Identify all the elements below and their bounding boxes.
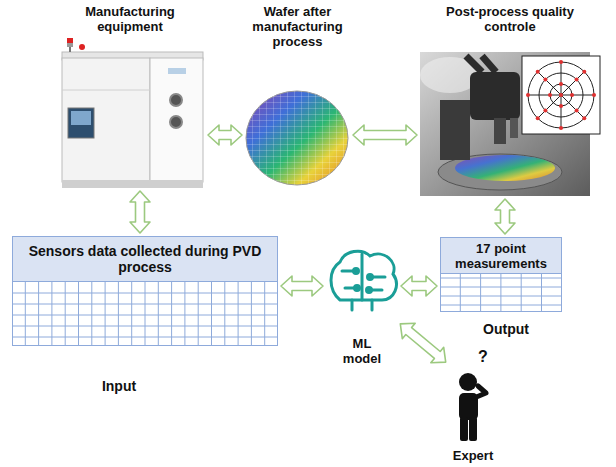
double-arrow (281, 276, 323, 296)
text-holder: Expert (448, 448, 498, 463)
question-mark: ? (478, 348, 488, 366)
heading: Post-process quality controle (420, 4, 600, 34)
machine-illustration-part (170, 94, 182, 106)
expert-figure (459, 373, 486, 441)
ml-model-icon-part (354, 269, 359, 274)
ml-model-icon-part (368, 275, 373, 280)
measurement-map-inset-part (538, 72, 585, 119)
table-title: 17 point measurements (447, 241, 555, 271)
expert-figure-part (469, 417, 477, 441)
output-table: 17 point measurementsOutput (440, 237, 562, 312)
measurement-map-inset-part-part (582, 70, 586, 74)
machine-illustration-part (62, 90, 150, 91)
measurement-map-inset-part-part (543, 109, 547, 113)
header-band: Sensors data collected during PVD proces… (13, 237, 277, 282)
measurement-map-inset-part-part (536, 70, 540, 74)
machine-illustration-part (150, 58, 203, 182)
wafer-illustration (246, 91, 348, 185)
ml-model-icon-part (331, 251, 396, 300)
wafer-illustration-part (246, 91, 348, 185)
input-table: Sensors data collected during PVD proces… (12, 236, 278, 346)
machine-illustration-part (168, 68, 186, 74)
measurement-map-inset-part-part (548, 93, 552, 97)
double-arrow (495, 199, 515, 234)
ml-model-icon-part (361, 254, 364, 300)
double-arrow (400, 323, 445, 362)
wafer-illustration-part (246, 91, 348, 185)
measurement-map-inset-part-part (575, 109, 579, 113)
output-grid (441, 269, 561, 311)
machine-illustration-part (170, 116, 182, 128)
header-band: 17 point measurements (441, 238, 561, 274)
input-grid-part (25, 282, 264, 345)
expert-figure-part (459, 373, 477, 391)
ml-model-icon-part (352, 300, 372, 310)
measurement-map-inset-part-part (559, 60, 563, 64)
table-title: Sensors data collected during PVD proces… (19, 243, 271, 275)
ml-model-icon (331, 251, 396, 310)
machine-illustration (62, 38, 203, 188)
ml-model-icon-part (355, 286, 360, 291)
measurement-map-inset-part-part (559, 126, 563, 130)
machine-illustration-part (67, 43, 73, 47)
machine-illustration-part (62, 180, 203, 188)
microscope-photo-part (482, 56, 496, 72)
measurement-map-inset-part (522, 56, 600, 134)
measurement-map-inset-part (526, 60, 596, 130)
machine-illustration-part (71, 111, 91, 125)
measurement-map-inset-part-part (570, 93, 574, 97)
heading: Manufacturing equipment (55, 4, 205, 34)
microscope-photo-part (494, 118, 506, 144)
quality-control-node: Post-process quality controle (420, 4, 600, 196)
output-grid-part (460, 269, 541, 311)
measurement-map-inset-part-part (559, 82, 563, 86)
measurement-map-inset-part (528, 62, 594, 128)
double-arrow (401, 276, 437, 296)
machine-illustration-part (79, 44, 85, 50)
machine-illustration-part (67, 38, 73, 43)
measurement-map-inset-part-part (559, 104, 563, 108)
machine-illustration-part (68, 108, 94, 138)
measurement-map-inset-part-part (559, 93, 563, 97)
input-grid (13, 282, 277, 345)
measurement-map-inset-part-part (575, 77, 579, 81)
ml-model-node: ML model (326, 250, 398, 372)
measurement-map-inset-part-part (526, 93, 530, 97)
double-arrow (353, 125, 417, 145)
expert-figure-part (460, 417, 468, 441)
measurement-map-inset-part (538, 72, 585, 119)
measurement-map-inset-part-part (592, 93, 596, 97)
expert-figure-part (474, 386, 486, 398)
microscope-photo-part (440, 100, 470, 160)
wafer-node: Wafer after manufacturing process (245, 4, 350, 190)
node-label: Expert (448, 448, 498, 463)
measurement-map-inset-part-part (536, 116, 540, 120)
measurement-map-inset-part-part (582, 116, 586, 120)
microscope-photo-part (510, 118, 518, 138)
node-label: ML model (337, 336, 387, 366)
double-arrow (208, 125, 242, 145)
machine-illustration-part (62, 58, 150, 182)
measurement-map-inset-part-part (543, 77, 547, 81)
heading: Wafer after manufacturing process (245, 4, 350, 49)
ml-model-icon-part (367, 288, 372, 293)
equipment-node: Manufacturing equipment (55, 4, 205, 188)
text-holder: ML model (326, 336, 398, 366)
microscope-photo-part (470, 72, 520, 120)
expert-node: Expert (448, 350, 498, 467)
double-arrow (130, 191, 150, 233)
measurement-map-inset (522, 56, 600, 134)
caption: Input (102, 379, 136, 394)
caption: Output (483, 322, 529, 337)
